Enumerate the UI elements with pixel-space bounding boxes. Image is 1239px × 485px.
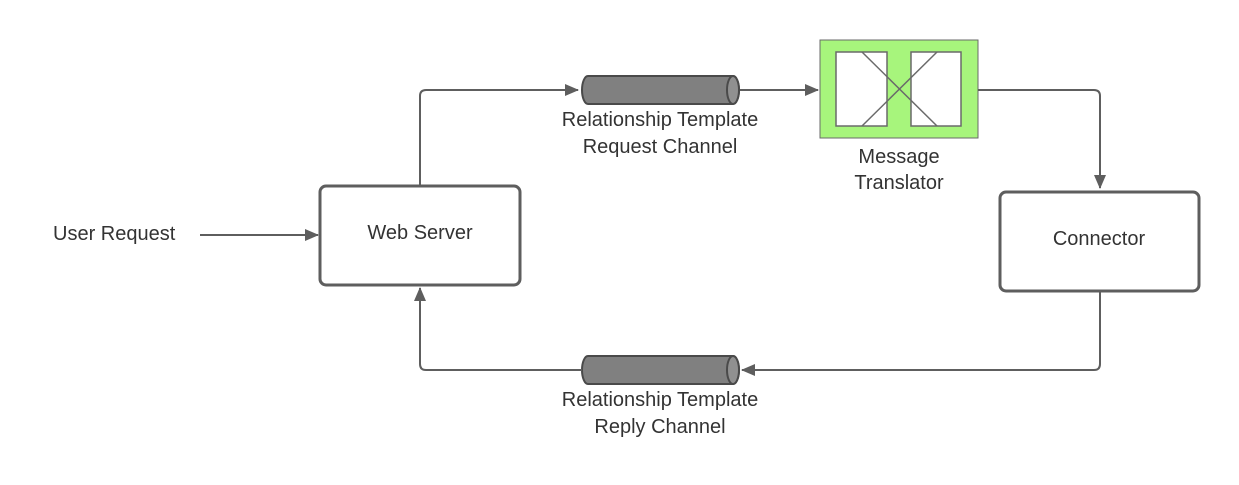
user-request-label: User Request [53,223,176,245]
edge-connector-to-reply-channel [741,291,1101,376]
connector-node[interactable]: Connector [998,190,1201,293]
request-channel-node[interactable]: Relationship Template Request Channel [562,75,758,158]
message-translator-label-line1: Message [858,146,939,168]
pipe-channel-icon [581,355,740,385]
request-channel-label-line2: Request Channel [583,136,738,158]
message-translator-icon [819,39,979,139]
reply-channel-label-line1: Relationship Template [562,389,758,411]
edge-translator-to-connector [978,89,1106,189]
edge-webserver-to-request-channel [419,84,579,186]
pipe-channel-icon [581,75,740,105]
message-translator-label-line2: Translator [854,172,944,194]
web-server-label: Web Server [367,222,473,244]
connector-label: Connector [1053,228,1146,250]
web-server-node[interactable]: Web Server [318,184,522,287]
request-channel-label-line1: Relationship Template [562,109,758,131]
reply-channel-node[interactable]: Relationship Template Reply Channel [562,355,758,438]
reply-channel-label-line2: Reply Channel [594,416,725,438]
message-translator-node[interactable]: Message Translator [819,39,979,194]
edge-reply-channel-to-webserver [414,287,582,371]
